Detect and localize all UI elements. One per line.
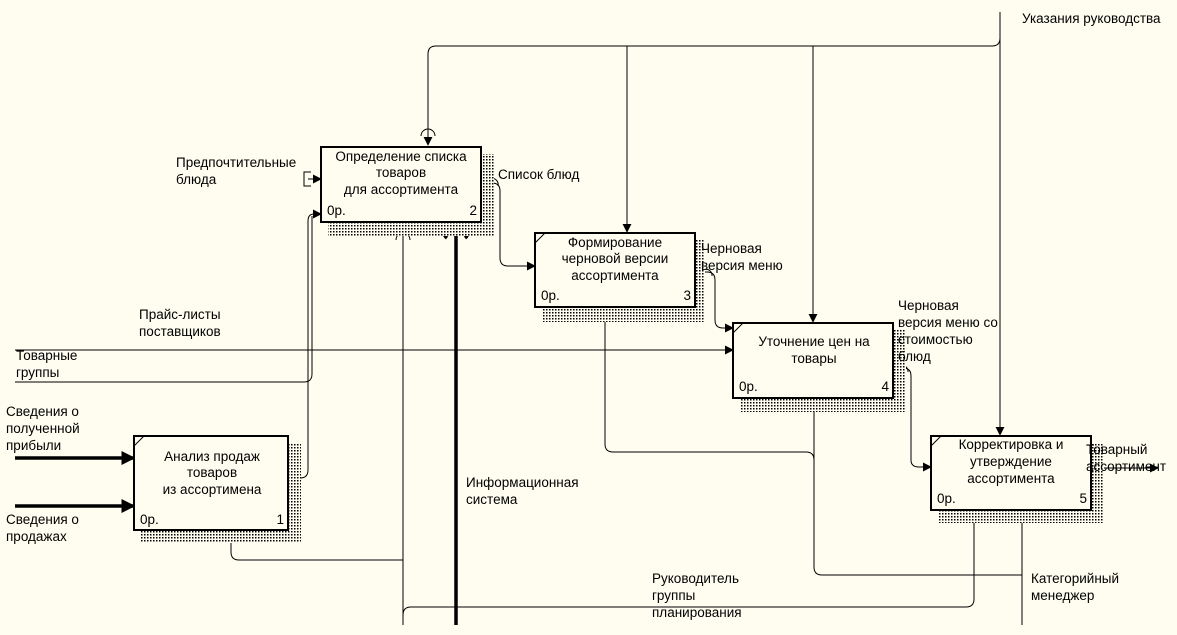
label-draft-menu: Черновая	[701, 241, 762, 256]
box-corner	[732, 322, 744, 334]
label-management-directions: Указания руководства	[1022, 11, 1161, 26]
arrow-management-branch	[423, 37, 1001, 146]
arrow-dish-list	[481, 182, 536, 271]
label-planning-head: планирования	[652, 605, 742, 620]
box-number: 3	[683, 288, 691, 303]
label-planning-head: Руководитель	[652, 571, 739, 586]
box-title-line: Формирование	[568, 235, 662, 250]
box-frame	[930, 435, 1092, 511]
label-draft-menu-cost: Черновая	[898, 298, 959, 313]
label-preferred-dishes: блюда	[176, 172, 217, 187]
label-product-groups: Товарные	[16, 348, 77, 363]
tunnel-preferred-dishes	[303, 171, 311, 187]
arrow-planning-to-box5	[402, 510, 979, 616]
box-cost: 0р.	[140, 512, 159, 527]
label-category-manager: Категорийный	[1031, 571, 1119, 586]
arrow-category-to-box3	[600, 306, 815, 461]
label-draft-menu-cost: стоимостью	[898, 332, 973, 347]
box-corner	[133, 435, 145, 447]
box-title-line: товаров	[187, 465, 237, 480]
box-title-line: из ассортимена	[163, 482, 262, 497]
box-title-line: для ассортимента	[344, 182, 459, 197]
box-frame	[320, 146, 482, 223]
label-planning-head: группы	[652, 588, 695, 603]
label-dish-list: Список блюд	[498, 167, 579, 182]
arrow-draft-menu	[697, 271, 734, 333]
activity-box-5[interactable]: Корректировка и утверждение ассортимента…	[930, 435, 1104, 523]
label-draft-menu-cost: блюд	[898, 349, 931, 364]
box-number: 5	[1079, 491, 1087, 506]
box-corner	[534, 232, 546, 244]
label-info-system: Информационная	[466, 475, 579, 490]
box-number: 2	[469, 203, 477, 218]
arrow-box1-to-box2	[288, 209, 322, 479]
tunnel-management	[420, 128, 436, 137]
arrow-planning-to-box1	[226, 531, 403, 561]
label-preferred-dishes: Предпочтительные	[176, 155, 296, 170]
label-sales-info: продажах	[6, 529, 67, 544]
box-number: 1	[276, 512, 284, 527]
label-product-assortment: Товарный	[1086, 442, 1147, 457]
box-title-line: ассортимента	[571, 268, 659, 283]
activity-box-2[interactable]: Определение списка товаров для ассортиме…	[320, 146, 494, 236]
label-category-manager: менеджер	[1031, 588, 1094, 603]
box-cost: 0р.	[327, 203, 346, 218]
box-cost: 0р.	[541, 288, 560, 303]
arrow-draft-menu-cost	[893, 367, 932, 472]
connectors	[15, 12, 1159, 625]
box-frame	[732, 322, 894, 399]
activity-box-3[interactable]: Формирование черновой версии ассортимент…	[534, 232, 705, 322]
box-number: 4	[881, 379, 889, 394]
arrow-category-to-box4	[809, 398, 1022, 576]
box-title-line: Анализ продаж	[164, 449, 260, 464]
label-supplier-prices: поставщиков	[139, 324, 221, 339]
box-title-line: черновой версии	[562, 251, 669, 266]
box-title-line: Определение списка	[335, 149, 467, 164]
label-profit-info: прибыли	[6, 438, 61, 453]
label-product-groups: группы	[16, 365, 59, 380]
box-cost: 0р.	[739, 379, 758, 394]
arrow-product-groups-branch	[15, 216, 313, 383]
arrow-labels: Указания руководства Предпочтительные бл…	[6, 11, 1166, 620]
box-cost: 0р.	[937, 491, 956, 506]
box-title-line: товаров	[376, 165, 426, 180]
box-frame	[534, 232, 696, 308]
label-product-assortment: ассортимент	[1086, 459, 1166, 474]
label-info-system: система	[466, 492, 518, 507]
label-draft-menu: версия меню	[701, 258, 783, 273]
label-supplier-prices: Прайс-листы	[139, 307, 221, 322]
box-corner	[930, 435, 942, 447]
activity-box-4[interactable]: Уточнение цен на товары 0р. 4	[732, 322, 906, 412]
box-frame	[133, 435, 289, 531]
box-title-line: ассортимента	[967, 471, 1055, 486]
box-title-line: товары	[791, 351, 836, 366]
box-title-line: Уточнение цен на	[758, 334, 870, 349]
activity-box-1[interactable]: Анализ продаж товаров из ассортимена 0р.…	[133, 435, 301, 543]
label-draft-menu-cost: версия меню со	[898, 315, 998, 330]
label-profit-info: Сведения о	[6, 404, 79, 419]
label-profit-info: полученной	[6, 421, 80, 436]
box-title-line: Корректировка и	[959, 437, 1064, 452]
box-title-line: утверждение	[970, 454, 1052, 469]
label-sales-info: Сведения о	[6, 512, 79, 527]
